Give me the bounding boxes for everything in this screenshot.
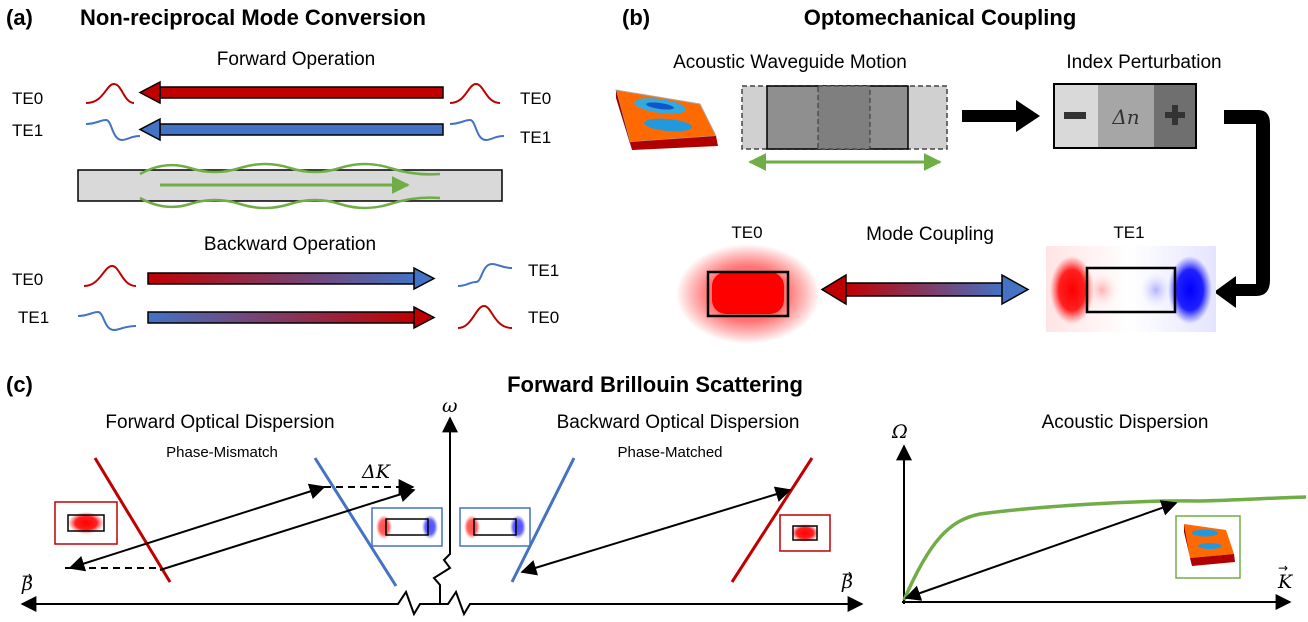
vector-arrow-icon: →	[22, 569, 32, 583]
fwd-te0-right-label: TE0	[520, 89, 551, 108]
te0-pulse-icon	[449, 82, 501, 104]
omega-label: ω	[442, 395, 458, 417]
te0-mode-inset-right	[779, 514, 831, 552]
mode-coupling-double-arrow	[820, 273, 1030, 306]
forward-te1-arrow	[138, 117, 444, 142]
panel-a-letter: (a)	[6, 5, 33, 30]
delta-k-label: ΔK	[361, 461, 392, 483]
te0-pulse-icon	[83, 264, 137, 287]
phase-mismatch-label: Phase-Mismatch	[166, 444, 278, 461]
acoustic-wave-top	[139, 162, 441, 176]
acoustic-wavevector-arrow	[904, 500, 1178, 601]
fwd-te0-left-label: TE0	[12, 89, 43, 108]
acoustic-mode-inset	[1175, 515, 1241, 579]
te0-pulse-icon	[85, 82, 135, 104]
bwd-row1-in-label: TE0	[12, 270, 43, 289]
forward-te0-arrow	[138, 80, 444, 105]
forward-transition-arrow-1	[68, 483, 326, 572]
te1-mode-inset-left	[371, 507, 443, 547]
panel-b-title: Optomechanical Coupling	[804, 5, 1077, 30]
panel-b-letter: (b)	[622, 5, 650, 30]
backward-te1-to-te0-arrow	[147, 305, 436, 330]
index-perturbation-box: Δ𝑛	[1053, 83, 1197, 149]
phase-matched-label: Phase-Matched	[617, 444, 722, 461]
acoustic-wave-bottom	[139, 196, 441, 210]
omega-axis	[432, 416, 458, 604]
panel-b: (b) Optomechanical Coupling Acoustic Wav…	[615, 5, 1270, 344]
te0-mode-inset-left	[54, 501, 118, 545]
k-axis-label: K	[1277, 571, 1294, 593]
minus-icon	[1064, 112, 1086, 119]
beta-right-label: β	[841, 571, 853, 593]
acoustic-dispersion-curve	[902, 495, 1307, 601]
panel-c: (c) Forward Brillouin Scattering Forward…	[6, 372, 1307, 617]
waveguide-motion-shifted	[817, 85, 871, 150]
backward-transition-arrow	[520, 486, 792, 576]
panel-c-letter: (c)	[6, 372, 33, 397]
fwd-te1-left-label: TE1	[12, 121, 43, 140]
forward-transition-arrow-2	[159, 486, 416, 571]
te1-mode-label: TE1	[1113, 223, 1144, 242]
te1-pulse-icon	[449, 118, 505, 142]
panel-a: (a) Non-reciprocal Mode Conversion Forwa…	[6, 5, 559, 332]
acoustic-motion-label: Acoustic Waveguide Motion	[673, 52, 907, 73]
te1-forward-dispersion-line	[313, 457, 398, 587]
beta-left-label: β	[21, 573, 33, 595]
beta-axis	[24, 589, 864, 617]
mode-coupling-label: Mode Coupling	[866, 224, 994, 245]
bwd-row2-out-label: TE0	[528, 308, 559, 327]
acoustic-mode-3d-icon	[615, 89, 718, 150]
te0-mode-label: TE0	[731, 223, 762, 242]
panel-c-title: Forward Brillouin Scattering	[507, 372, 803, 397]
big-omega-label: Ω	[891, 421, 908, 443]
bwd-row2-in-label: TE1	[18, 308, 49, 327]
forward-operation-label: Forward Operation	[217, 49, 375, 70]
backward-operation-label: Backward Operation	[204, 234, 376, 255]
bwd-row1-out-label: TE1	[528, 261, 559, 280]
acoustic-dispersion-label: Acoustic Dispersion	[1042, 412, 1209, 433]
backward-dispersion-label: Backward Optical Dispersion	[557, 412, 800, 433]
te1-mode-inset-right	[459, 507, 531, 547]
vector-arrow-icon: →	[1278, 561, 1288, 575]
delta-n-label: Δ𝑛	[1111, 105, 1139, 129]
flow-arrow-right	[962, 100, 1040, 132]
te0-pulse-icon	[457, 304, 513, 329]
index-perturbation-label: Index Perturbation	[1066, 52, 1221, 73]
forward-dispersion-label: Forward Optical Dispersion	[105, 412, 334, 433]
panel-a-title: Non-reciprocal Mode Conversion	[80, 5, 426, 30]
te1-pulse-icon	[77, 310, 137, 332]
plus-icon	[1165, 105, 1185, 125]
te0-mode-profile	[676, 244, 820, 344]
flow-arrow-down	[1214, 110, 1270, 308]
te1-mode-profile	[1046, 246, 1216, 332]
te1-pulse-icon	[85, 118, 141, 142]
backward-te0-to-te1-arrow	[147, 266, 436, 291]
vector-arrow-icon: →	[842, 567, 852, 581]
te1-pulse-icon	[457, 262, 513, 287]
fwd-te1-right-label: TE1	[520, 128, 551, 147]
